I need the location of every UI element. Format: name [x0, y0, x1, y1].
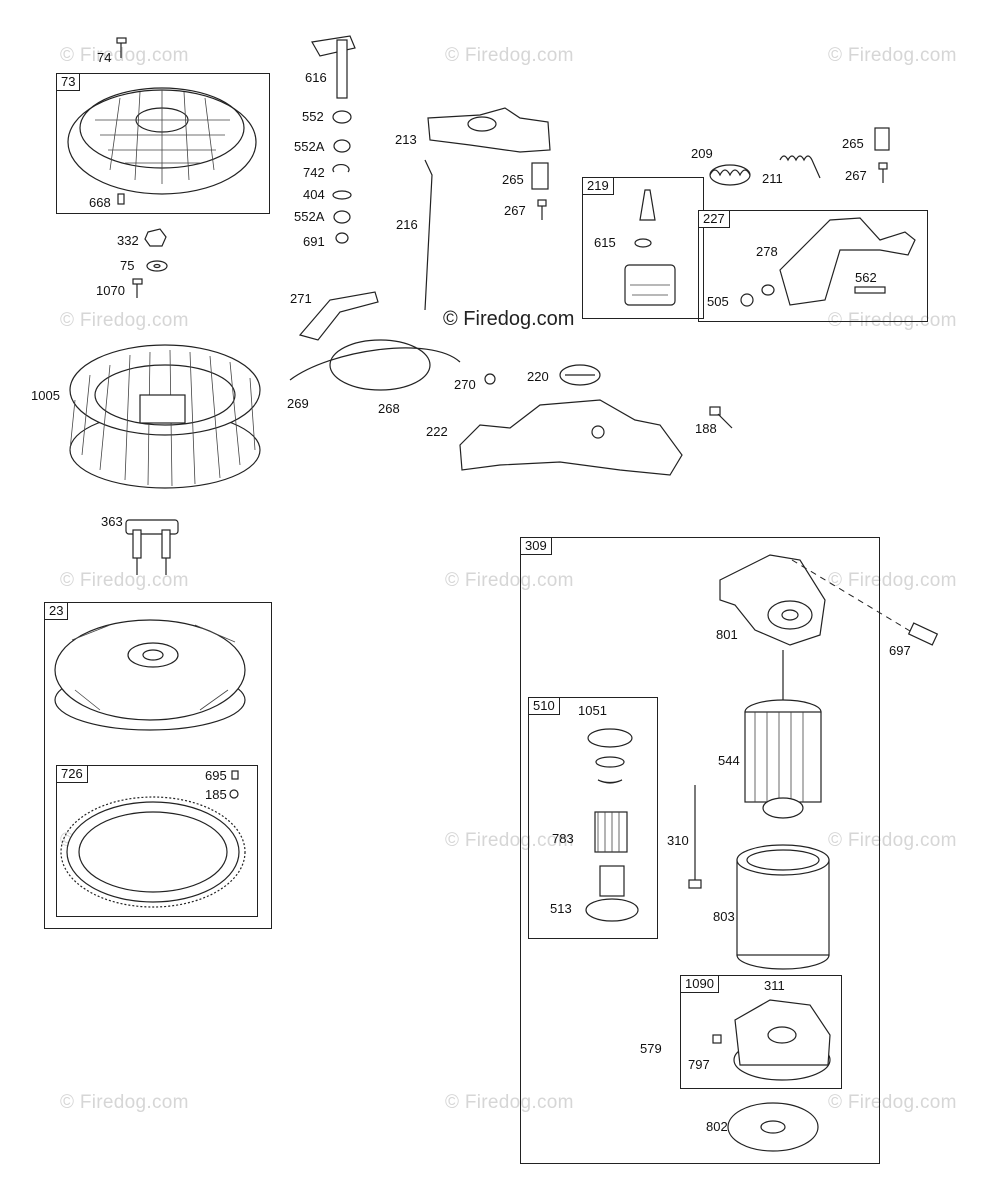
screen-73-drawing — [67, 87, 257, 205]
part-label-267-upper: 267 — [504, 203, 526, 218]
watermark: © Firedog.com — [828, 830, 957, 851]
part-label-75: 75 — [120, 258, 135, 273]
watermark: © Firedog.com — [828, 310, 957, 331]
part-label-544: 544 — [718, 753, 740, 768]
part-label-74: 74 — [97, 50, 112, 65]
watermark: © Firedog.com — [60, 45, 189, 66]
frame-309 — [520, 537, 880, 1164]
watermark: © Firedog.com — [60, 1092, 189, 1113]
part-label-269: 269 — [287, 396, 309, 411]
starter-drive-510-drawing — [585, 728, 639, 922]
part-label-783: 783 — [552, 831, 574, 846]
center-watermark: © Firedog.com — [443, 308, 575, 330]
end-cap-1090-drawing — [712, 999, 831, 1081]
part-label-404: 404 — [303, 187, 325, 202]
part-label-1005: 1005 — [31, 388, 60, 403]
part-label-562: 562 — [855, 270, 877, 285]
part-label-268: 268 — [378, 401, 400, 416]
watermark: © Firedog.com — [828, 1092, 957, 1113]
frame-510 — [528, 697, 658, 939]
armature-544-drawing — [744, 650, 822, 819]
part-label-310: 310 — [667, 833, 689, 848]
part-label-797: 797 — [688, 1057, 710, 1072]
part-label-742: 742 — [303, 165, 325, 180]
watermark: © Firedog.com — [445, 830, 574, 851]
part-label-188: 188 — [695, 421, 717, 436]
box-label-510: 510 — [528, 697, 560, 715]
watermark: © Firedog.com — [60, 570, 189, 591]
part-label-616: 616 — [305, 70, 327, 85]
box-label-726: 726 — [56, 765, 88, 783]
governor-gear-219-drawing — [624, 189, 676, 306]
housing-803-drawing — [736, 844, 830, 970]
part-label-579: 579 — [640, 1041, 662, 1056]
part-label-222: 222 — [426, 424, 448, 439]
frame-23 — [44, 602, 272, 929]
part-label-1070: 1070 — [96, 283, 125, 298]
armature-363-drawing — [125, 519, 179, 575]
box-label-227: 227 — [698, 210, 730, 228]
part-label-213: 213 — [395, 132, 417, 147]
part-label-803: 803 — [713, 909, 735, 924]
part-label-311: 311 — [764, 978, 785, 993]
part-label-552a-upper: 552A — [294, 139, 325, 154]
bracket-222-drawing — [459, 399, 683, 476]
part-label-271: 271 — [290, 291, 312, 306]
part-label-801: 801 — [716, 627, 738, 642]
part-label-332: 332 — [117, 233, 139, 248]
part-label-615: 615 — [594, 235, 616, 250]
part-label-270: 270 — [454, 377, 476, 392]
part-label-220: 220 — [527, 369, 549, 384]
part-label-513: 513 — [550, 901, 572, 916]
end-plate-802-drawing — [727, 1102, 819, 1152]
part-label-267-right: 267 — [845, 168, 867, 183]
part-label-209: 209 — [691, 146, 713, 161]
part-label-265-upper: 265 — [502, 172, 524, 187]
frame-219 — [582, 177, 704, 319]
part-label-552a-lower: 552A — [294, 209, 325, 224]
mounting-bracket-801-drawing — [719, 554, 826, 646]
part-label-552: 552 — [302, 109, 324, 124]
part-label-1051: 1051 — [578, 703, 607, 718]
box-label-219: 219 — [582, 177, 614, 195]
box-label-309: 309 — [520, 537, 552, 555]
box-label-73: 73 — [56, 73, 81, 91]
part-label-505: 505 — [707, 294, 729, 309]
watermark: © Firedog.com — [828, 570, 957, 591]
watermark: © Firedog.com — [828, 45, 957, 66]
frame-73 — [56, 73, 270, 214]
watermark: © Firedog.com — [445, 570, 574, 591]
frame-726 — [56, 765, 258, 917]
bolt-74-drawing — [116, 37, 127, 58]
flywheel-fan-1005-drawing — [69, 344, 261, 489]
part-label-278: 278 — [756, 244, 778, 259]
flywheel-23-drawing — [54, 619, 246, 731]
bracket-213-drawing — [427, 107, 551, 153]
watermark: © Firedog.com — [445, 1092, 574, 1113]
part-label-363: 363 — [101, 514, 123, 529]
part-label-697: 697 — [889, 643, 911, 658]
part-label-185: 185 — [205, 787, 227, 802]
part-label-211: 211 — [762, 171, 783, 186]
part-label-691: 691 — [303, 234, 325, 249]
ring-gear-726-drawing — [60, 770, 246, 908]
frame-1090 — [680, 975, 842, 1089]
frame-227 — [698, 210, 928, 322]
box-label-1090: 1090 — [680, 975, 719, 993]
watermark: © Firedog.com — [445, 45, 574, 66]
control-bracket-227-drawing — [740, 217, 916, 307]
part-label-802: 802 — [706, 1119, 728, 1134]
part-label-216: 216 — [396, 217, 418, 232]
governor-shaft-616-drawing — [311, 35, 356, 99]
part-label-668: 668 — [89, 195, 111, 210]
part-label-265-right: 265 — [842, 136, 864, 151]
watermark: © Firedog.com — [60, 310, 189, 331]
box-label-23: 23 — [44, 602, 69, 620]
part-label-695: 695 — [205, 768, 227, 783]
